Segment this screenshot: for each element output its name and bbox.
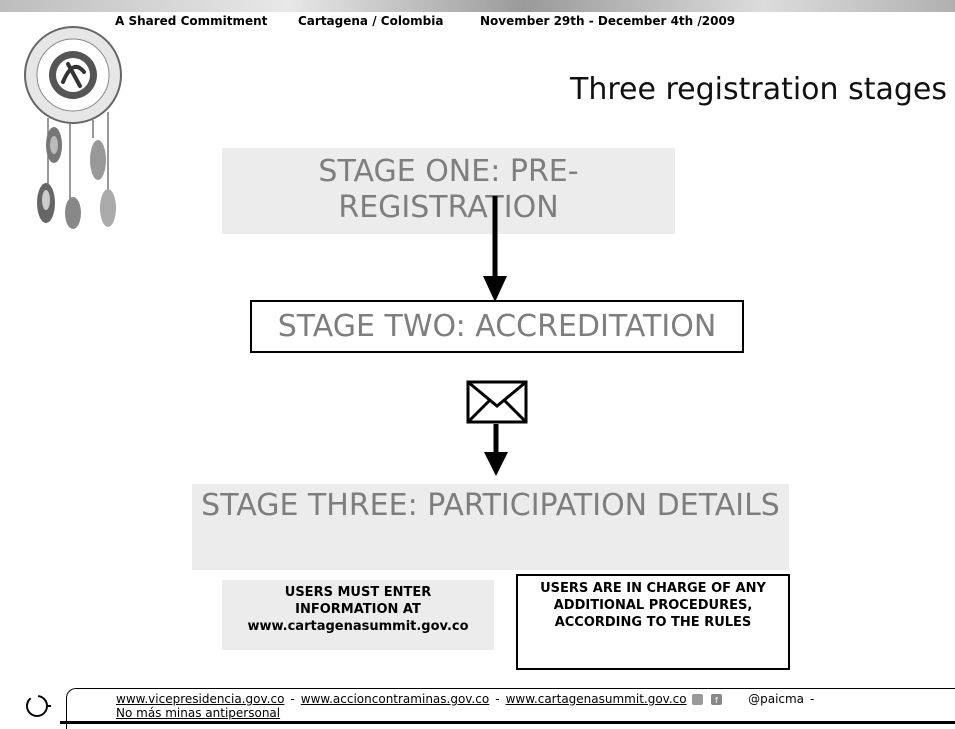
twitter-icon[interactable] xyxy=(692,694,704,705)
note-right-text: USERS ARE IN CHARGE OF ANY ADDITIONAL PR… xyxy=(540,581,766,630)
header-title: A Shared Commitment xyxy=(115,14,268,28)
footer: www.vicepresidencia.gov.co-www.accioncon… xyxy=(116,692,815,720)
footer-bar xyxy=(66,688,955,729)
stage-one-box: STAGE ONE: PRE-REGISTRATION xyxy=(222,148,675,234)
stage-two-box: STAGE TWO: ACCREDITATION xyxy=(250,300,744,353)
footer-link-vicepresidencia[interactable]: www.vicepresidencia.gov.co xyxy=(116,692,285,706)
summit-logo xyxy=(24,26,122,229)
header-place: Cartagena / Colombia xyxy=(298,14,444,28)
footer-tagline: No más minas antipersonal xyxy=(116,706,281,720)
arrow-down-icon xyxy=(483,196,507,302)
note-left-text: USERS MUST ENTER INFORMATION AT www.cart… xyxy=(247,585,469,634)
top-bar xyxy=(0,0,955,12)
header-dates: November 29th - December 4th /2009 xyxy=(480,14,736,28)
footer-link-cartagenasummit[interactable]: www.cartagenasummit.gov.co xyxy=(505,692,687,706)
arrow-down-icon xyxy=(484,424,508,476)
slide-title: Three registration stages xyxy=(570,72,947,107)
stage-two-label: STAGE TWO: ACCREDITATION xyxy=(277,309,717,344)
header: A Shared Commitment Cartagena / Colombia… xyxy=(0,14,955,34)
stage-three-label: STAGE THREE: PARTICIPATION DETAILS xyxy=(201,488,780,523)
footer-logo-icon xyxy=(26,695,51,717)
stage-one-label: STAGE ONE: PRE-REGISTRATION xyxy=(318,154,579,225)
note-enter-information: USERS MUST ENTER INFORMATION AT www.cart… xyxy=(222,580,494,650)
footer-underline xyxy=(60,721,955,724)
footer-link-accioncontraminas[interactable]: www.accioncontraminas.gov.co xyxy=(300,692,490,706)
note-additional-procedures: USERS ARE IN CHARGE OF ANY ADDITIONAL PR… xyxy=(516,574,790,670)
footer-handle[interactable]: @paicma xyxy=(748,692,805,706)
stage-three-box: STAGE THREE: PARTICIPATION DETAILS xyxy=(192,484,789,570)
svg-text:f: f xyxy=(715,696,718,705)
envelope-icon xyxy=(466,380,528,424)
facebook-icon[interactable]: f xyxy=(711,694,723,705)
